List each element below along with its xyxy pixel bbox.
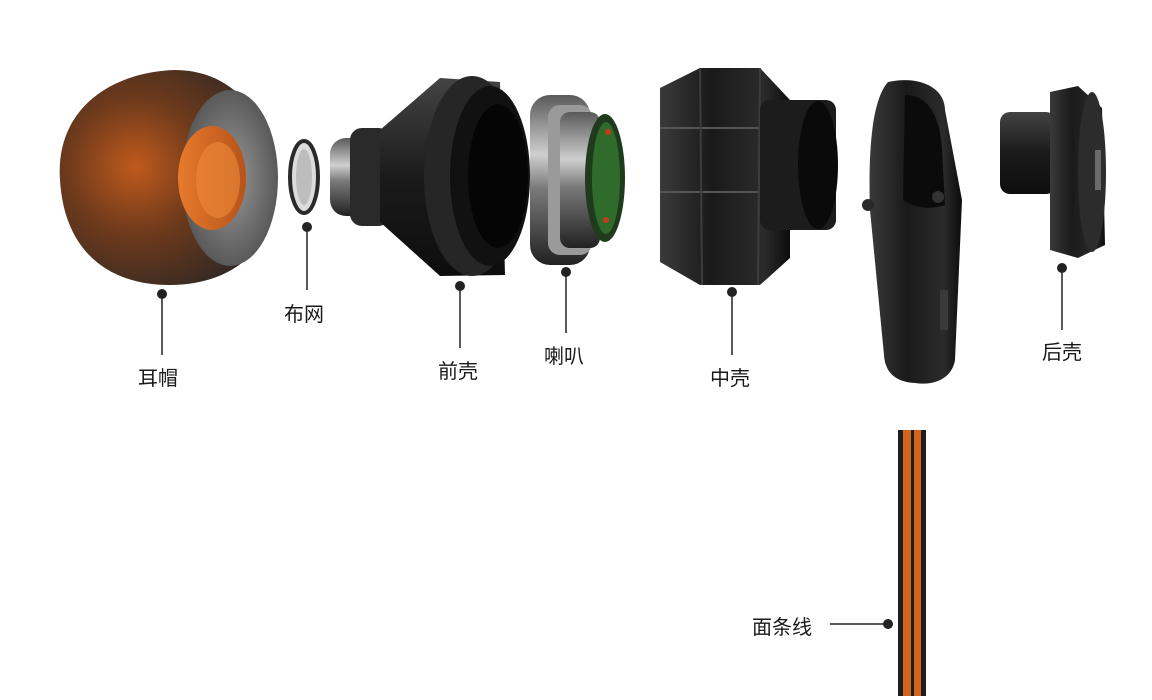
label-back-shell: 后壳 (1042, 340, 1082, 364)
ear-tip (59, 70, 278, 285)
housing-clip (862, 80, 962, 384)
leader-lines (157, 222, 1067, 629)
label-speaker: 喇叭 (544, 344, 584, 368)
front-shell (330, 76, 530, 276)
label-cable: 面条线 (752, 615, 812, 639)
mesh-ring (288, 139, 320, 215)
back-shell (1000, 86, 1106, 258)
flat-cable (898, 430, 926, 696)
label-ear-tip: 耳帽 (138, 366, 178, 390)
middle-shell (660, 67, 838, 286)
label-mesh: 布网 (284, 302, 324, 326)
label-front-shell: 前壳 (438, 359, 478, 383)
speaker-driver (530, 95, 625, 265)
label-middle-shell: 中壳 (710, 366, 750, 390)
